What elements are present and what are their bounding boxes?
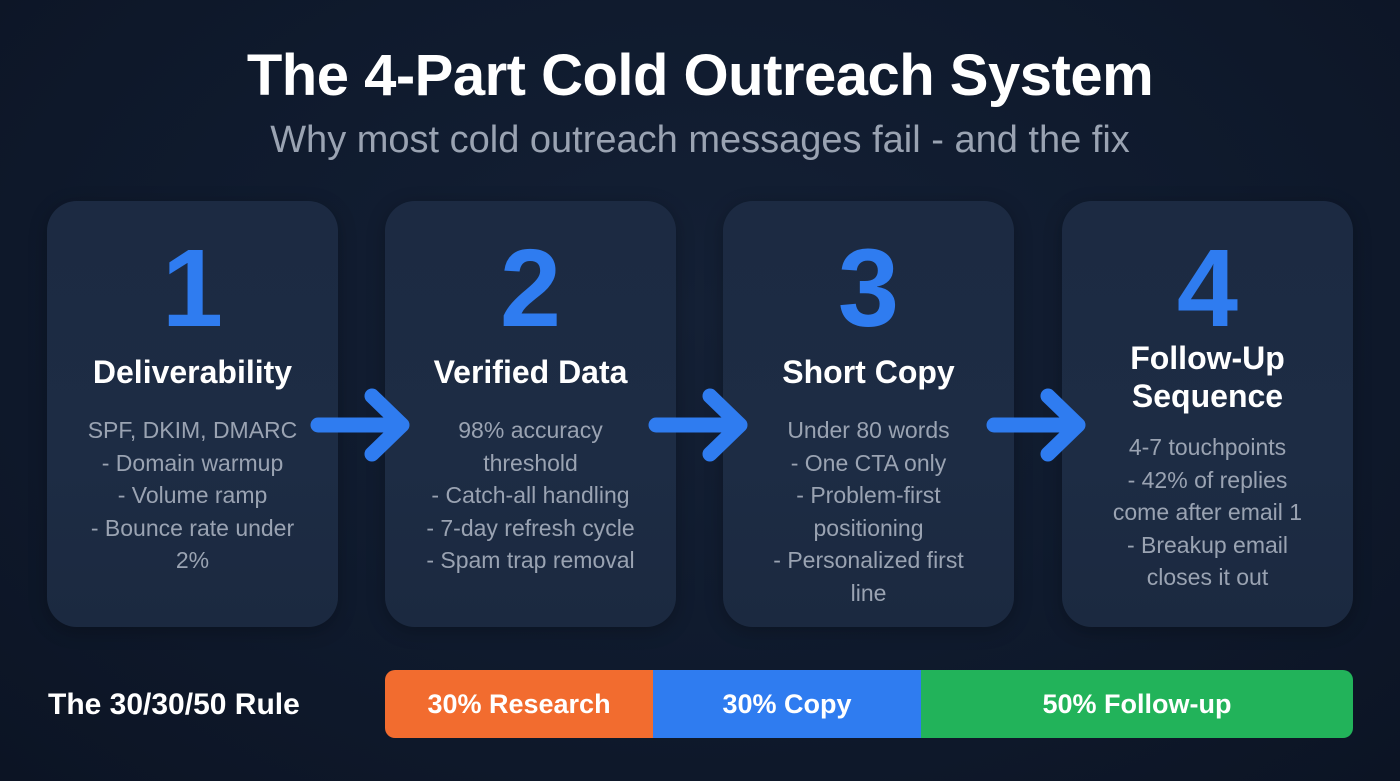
detail-line: Under 80 words — [787, 417, 950, 443]
detail-line: - Volume ramp — [117, 482, 268, 508]
arrow-right-icon — [986, 384, 1090, 466]
page-subtitle: Why most cold outreach messages fail - a… — [270, 119, 1130, 161]
detail-line: closes it out — [1146, 564, 1269, 590]
step-details: 98% accuracy threshold - Catch-all handl… — [395, 414, 666, 577]
step-title-line: Sequence — [1131, 378, 1284, 414]
arrow-right-icon — [310, 384, 414, 466]
step-card-follow-up-sequence: 4 Follow-Up Sequence 4-7 touchpoints - 4… — [1062, 201, 1353, 627]
detail-line: threshold — [483, 449, 578, 476]
step-card-deliverability: 1 Deliverability SPF, DKIM, DMARC - Doma… — [47, 201, 338, 627]
detail-line: - Catch-all handling — [431, 482, 630, 508]
step-title: Follow-Up Sequence — [1062, 339, 1353, 415]
detail-line: - Domain warmup — [101, 449, 284, 476]
step-card-short-copy: 3 Short Copy Under 80 words - One CTA on… — [723, 201, 1014, 627]
step-title: Short Copy — [723, 353, 1014, 391]
step-title-line: Verified Data — [433, 354, 628, 390]
detail-line: SPF, DKIM, DMARC — [87, 417, 298, 443]
step-title-line: Short Copy — [782, 354, 955, 390]
step-title: Verified Data — [385, 353, 676, 391]
arrow-right-icon — [648, 384, 752, 466]
step-title-line: Deliverability — [92, 354, 293, 390]
detail-line: - 7-day refresh cycle — [426, 514, 635, 541]
step-title: Deliverability — [47, 353, 338, 391]
detail-line: 4-7 touchpoints — [1128, 434, 1287, 460]
segment-copy: 30% Copy — [653, 670, 921, 738]
rule-bar: 30% Research 30% Copy 50% Follow-up — [385, 670, 1353, 738]
detail-line: line — [850, 579, 887, 606]
step-details: 4-7 touchpoints - 42% of replies come af… — [1072, 431, 1343, 594]
segment-follow-up: 50% Follow-up — [921, 670, 1353, 738]
step-details: Under 80 words - One CTA only - Problem-… — [733, 414, 1004, 609]
detail-line: 2% — [175, 547, 210, 573]
detail-line: - 42% of replies — [1127, 466, 1288, 493]
step-details: SPF, DKIM, DMARC - Domain warmup - Volum… — [57, 414, 328, 577]
detail-line: 98% accuracy — [458, 417, 603, 443]
step-card-verified-data: 2 Verified Data 98% accuracy threshold -… — [385, 201, 676, 627]
detail-line: - Breakup email — [1126, 531, 1289, 558]
detail-line: come after email 1 — [1112, 499, 1303, 525]
page-title: The 4-Part Cold Outreach System — [246, 43, 1154, 108]
detail-line: - Spam trap removal — [426, 547, 635, 573]
step-number: 3 — [837, 227, 900, 350]
detail-line: positioning — [813, 514, 924, 541]
detail-line: - Personalized first — [773, 547, 964, 573]
step-number: 2 — [499, 227, 562, 350]
detail-line: - One CTA only — [790, 449, 947, 476]
segment-research: 30% Research — [385, 670, 653, 738]
step-title-line: Follow-Up — [1130, 340, 1285, 376]
step-number: 1 — [161, 227, 224, 350]
step-number: 4 — [1176, 227, 1239, 350]
detail-line: - Problem-first — [796, 482, 941, 508]
detail-line: - Bounce rate under — [90, 514, 295, 541]
rule-label: The 30/30/50 Rule — [48, 688, 300, 721]
